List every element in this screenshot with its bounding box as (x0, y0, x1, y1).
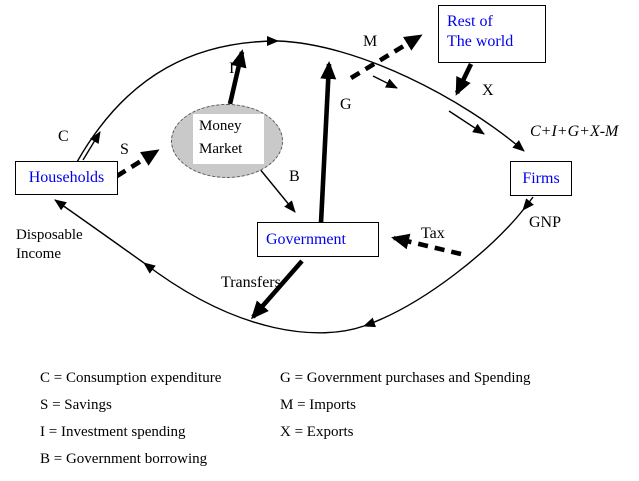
b-label: B (289, 168, 300, 185)
rest-of-world-label: Rest of The world (447, 13, 514, 50)
legend-item-i: I = Investment spending (40, 424, 186, 440)
s-label: S (120, 141, 129, 158)
rest-of-world-node: Rest of The world (438, 5, 546, 63)
legend-item-m: M = Imports (280, 397, 356, 413)
government-label: Government (266, 230, 346, 248)
bottom-flow-curve-left (54, 199, 145, 264)
money-market-label: Money Market (193, 114, 264, 164)
legend-item-s: S = Savings (40, 397, 112, 413)
households-label: Households (28, 169, 105, 186)
firms-node: Firms (510, 161, 572, 196)
i-label: I (229, 60, 235, 77)
bottom-flow-curve-mid (143, 262, 365, 334)
m-label: M (363, 33, 378, 50)
legend-item-x: X = Exports (280, 424, 354, 440)
top-flow-curve-right (277, 40, 525, 152)
g-label: G (340, 96, 352, 113)
government-node: Government (257, 222, 379, 257)
bottom-flow-curve-start (522, 196, 534, 211)
s-savings-arrow (115, 149, 160, 178)
x-exports-arrow (454, 63, 474, 96)
flow-direction-arrow-lower (448, 110, 485, 135)
b-borrowing-arrow (258, 167, 296, 213)
tax-arrow (391, 233, 462, 257)
transfers-label: Transfers (221, 274, 281, 291)
legend-item-g: G = Government purchases and Spending (280, 370, 531, 386)
flow-direction-arrow-upper (372, 75, 398, 89)
bottom-flow-curve-right (363, 209, 524, 328)
top-flow-curve-left (76, 36, 279, 163)
g-spending-arrow (318, 61, 337, 224)
households-node: Households (15, 161, 118, 195)
gnp-label: GNP (529, 214, 562, 231)
transfers-arrow (251, 259, 304, 320)
x-label: X (482, 82, 494, 99)
c-label: C (58, 128, 69, 145)
tax-label: Tax (421, 225, 445, 242)
money-market-node: Money Market (171, 104, 283, 178)
legend-item-b: B = Government borrowing (40, 451, 208, 467)
c-flow-arrow (82, 131, 101, 161)
legend-item-c: C = Consumption expenditure (40, 370, 222, 386)
disposable-income-label: Disposable Income (16, 227, 83, 262)
output-identity-label: C+I+G+X-M (530, 123, 619, 140)
i-investment-arrow (227, 49, 247, 105)
m-imports-arrow (349, 34, 423, 80)
firms-label: Firms (522, 169, 560, 187)
